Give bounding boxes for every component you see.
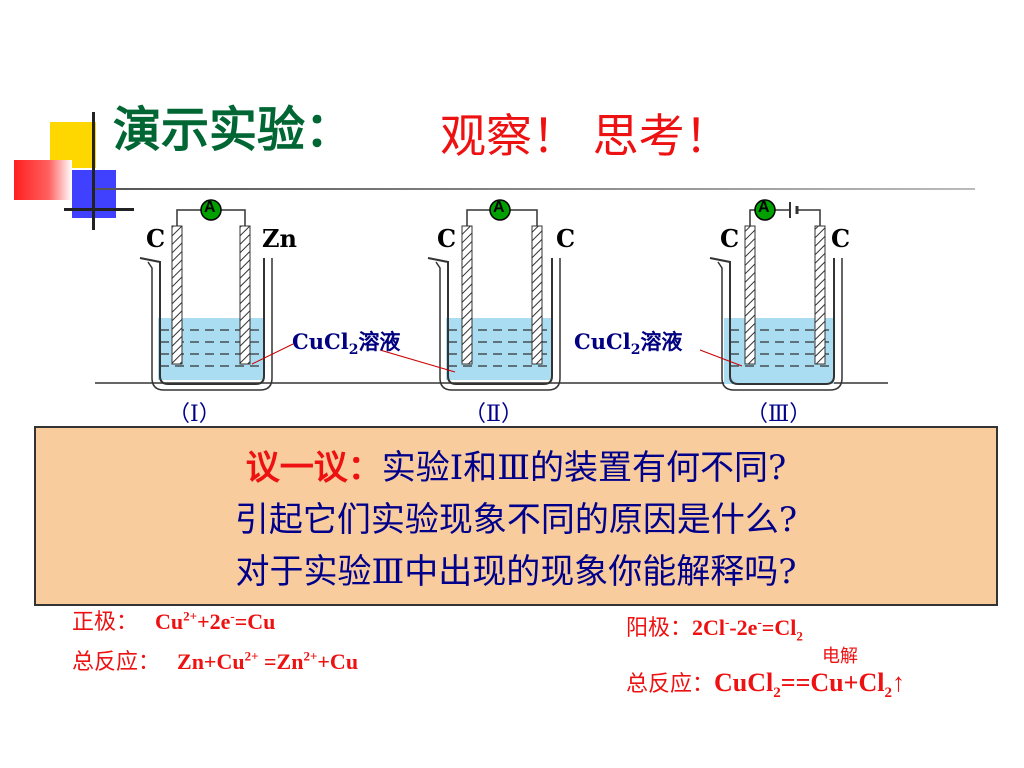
ammeter-3: [754, 199, 776, 221]
setup-3-numeral: （Ⅲ）: [746, 402, 812, 427]
ammeter-2-label: A: [493, 199, 505, 216]
discussion-lead: 议一议：: [245, 448, 382, 488]
beaker-1: [139, 257, 273, 391]
discussion-box: 议一议：实验Ⅰ和Ⅲ的装置有何不同? 引起它们实验现象不同的原因是什么? 对于实验…: [34, 426, 998, 606]
electrode-2-right: [531, 225, 543, 365]
electrolysis-condition: 电解: [822, 646, 858, 667]
electrode-1-left: [171, 225, 183, 365]
ammeter-2: [489, 199, 511, 221]
electrode-1-right: [239, 225, 251, 365]
setup-1-numeral: （Ⅰ）: [168, 402, 221, 427]
pointer-line-2: [699, 349, 743, 367]
setup-2-numeral: （Ⅱ）: [464, 402, 523, 427]
positive-electrode-equation: 正极： Cu2++2e-=Cu: [72, 608, 276, 635]
discussion-line-2: 引起它们实验现象不同的原因是什么?: [234, 500, 798, 540]
solution-label-2: CuCl2溶液: [574, 329, 683, 359]
electrode-3-right: [814, 225, 826, 365]
apparatus-diagram: [95, 199, 888, 391]
electrode-3-right-label: C: [831, 224, 851, 253]
title-underline: [95, 188, 975, 190]
ammeter-1-label: A: [204, 199, 216, 216]
discussion-line-3: 对于实验Ⅲ中出现的现象你能解释吗?: [235, 552, 797, 592]
electrode-2-left-label: C: [437, 224, 457, 253]
page-title: 演示实验：: [113, 102, 354, 158]
pointer-line-1b: [379, 349, 456, 373]
decor-vertical-line: [92, 112, 95, 230]
electrode-2-left: [461, 225, 473, 365]
total-reaction-right: 总反应：CuCl2==Cu+Cl2↑: [626, 668, 905, 702]
pointer-line-1a: [251, 343, 294, 365]
decor-red-square: [14, 160, 72, 200]
electrode-3-left-label: C: [720, 224, 740, 253]
page-subtitle: 观察！ 思考！: [440, 109, 731, 163]
total-reaction-left: 总反应： Zn+Cu2+ =Zn2++Cu: [72, 648, 359, 675]
discussion-line-1: 议一议：实验Ⅰ和Ⅲ的装置有何不同?: [245, 448, 787, 488]
ammeter-1: [200, 199, 222, 221]
electrode-2-right-label: C: [556, 224, 576, 253]
ammeter-3-label: A: [758, 199, 770, 216]
decor-horizontal-line: [64, 208, 134, 211]
electrode-3-left: [744, 225, 756, 365]
solution-label-1: CuCl2溶液: [292, 329, 401, 359]
electrode-1-left-label: C: [146, 224, 166, 253]
anode-equation: 阳极：2Cl--2e-=Cl2: [626, 614, 803, 644]
electrode-1-right-label: Zn: [262, 224, 297, 253]
